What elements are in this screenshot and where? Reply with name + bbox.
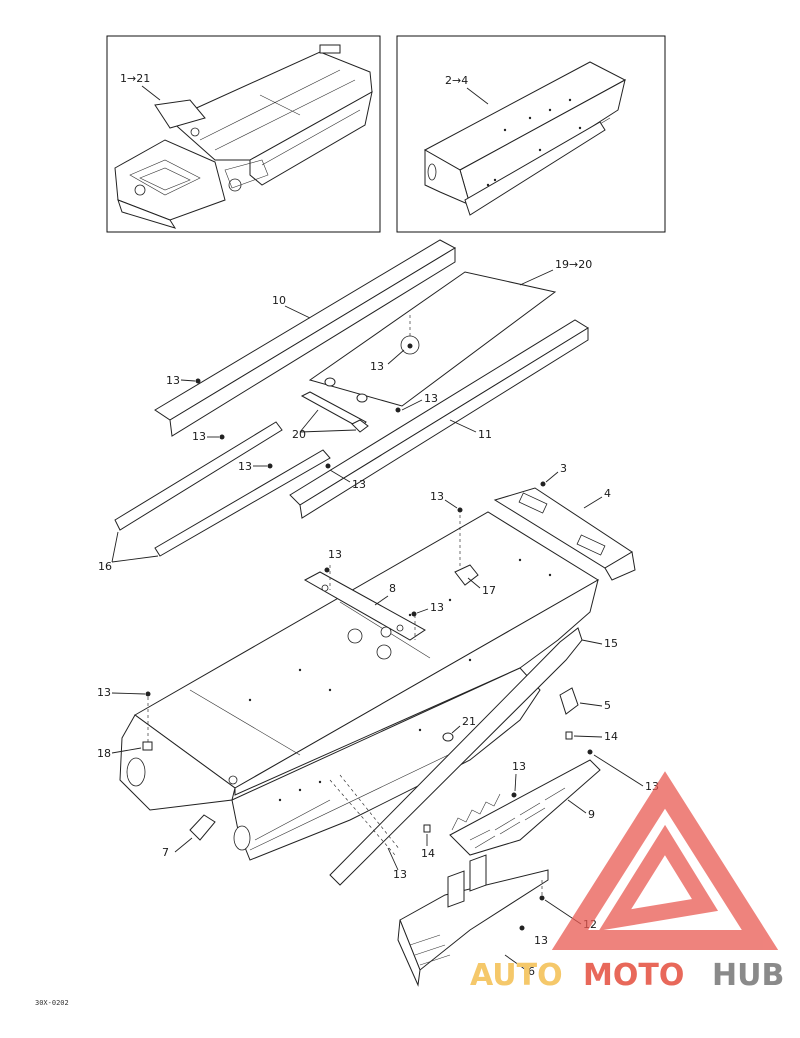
inset-label-left: 1→21 (120, 72, 150, 85)
callout-5: 5 (604, 699, 611, 712)
svg-text:AUTO: AUTO (470, 958, 563, 993)
inset-box-right (396, 35, 666, 233)
callout-13-g: 13 (430, 490, 444, 503)
callout-20: 20 (292, 428, 306, 441)
callout-13-f: 13 (370, 360, 384, 373)
callout-10: 10 (272, 294, 286, 307)
callout-16: 16 (98, 560, 112, 573)
part-6-footrest (397, 854, 549, 987)
callout-14-b: 14 (421, 847, 435, 860)
callout-17: 17 (482, 584, 496, 597)
callout-13-b: 13 (192, 430, 206, 443)
callout-7: 7 (162, 846, 169, 859)
inset-box-left (106, 35, 381, 233)
part-9-footrest (449, 759, 601, 856)
callout-4: 4 (604, 487, 611, 500)
fasteners-upper (195, 343, 413, 469)
inset-tunnel (423, 61, 627, 216)
callout-13-n: 13 (534, 934, 548, 947)
part-20-brackets (300, 391, 369, 433)
callout-13-e: 13 (424, 392, 438, 405)
inset-frame-assembly (114, 44, 373, 229)
callout-13-i: 13 (430, 601, 444, 614)
callout-13-d: 13 (352, 478, 366, 491)
part-8-bracket (303, 565, 426, 641)
watermark-logo (551, 771, 779, 950)
image-code: 30X-0202 (35, 999, 69, 1007)
callout-6: 6 (528, 965, 535, 978)
callout-13-h: 13 (328, 548, 342, 561)
part-10-rail (154, 239, 457, 437)
inset-label-right: 2→4 (445, 74, 468, 87)
callout-13-l: 13 (512, 760, 526, 773)
callout-13-j: 13 (97, 686, 111, 699)
callout-21: 21 (462, 715, 476, 728)
watermark-text: AUTO MOTO HUB (470, 958, 784, 993)
part-11-rail (289, 319, 589, 519)
part-19-20-panel (308, 271, 557, 407)
part-4-plate (493, 487, 636, 581)
part-5-bracket (559, 687, 579, 715)
callout-18: 18 (97, 747, 111, 760)
callout-9: 9 (588, 808, 595, 821)
part-17-clip (454, 515, 479, 586)
callout-13-a: 13 (166, 374, 180, 387)
part-16-slides (114, 421, 331, 557)
callout-11: 11 (478, 428, 492, 441)
callout-14-a: 14 (604, 730, 618, 743)
part-21-grommet (442, 732, 454, 742)
part-7-plate (189, 814, 216, 841)
callout-15: 15 (604, 637, 618, 650)
callout-8: 8 (389, 582, 396, 595)
svg-text:MOTO: MOTO (583, 958, 684, 993)
callout-13-m: 13 (393, 868, 407, 881)
svg-text:HUB: HUB (712, 958, 784, 993)
callout-13-c: 13 (238, 460, 252, 473)
callout-19-20: 19→20 (555, 258, 592, 271)
callout-3: 3 (560, 462, 567, 475)
